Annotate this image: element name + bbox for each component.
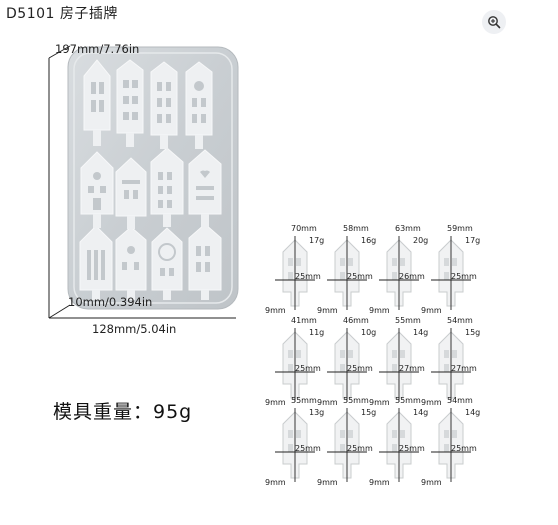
piece-silhouette xyxy=(327,408,367,482)
piece-cell: 58mm 16g 25mm 9mm xyxy=(317,224,377,315)
piece-width-label: 25mm xyxy=(295,364,321,373)
piece-base-label: 9mm xyxy=(265,398,286,407)
piece-weight-label: 20g xyxy=(413,236,429,245)
piece-silhouette xyxy=(379,328,419,402)
piece-height-label: 55mm xyxy=(291,396,317,405)
piece-cell: 63mm 20g 26mm 9mm xyxy=(369,224,429,315)
piece-silhouette xyxy=(275,408,315,482)
piece-cell: 46mm 10g 25mm 9mm xyxy=(317,316,377,407)
piece-cell: 70mm 17g 25mm 9mm xyxy=(265,224,325,315)
mold-height-label: 197mm/7.76in xyxy=(55,42,140,56)
house-cavity xyxy=(188,223,222,291)
piece-height-label: 70mm xyxy=(291,224,317,233)
piece-width-label: 27mm xyxy=(399,364,425,373)
piece-width-label: 25mm xyxy=(451,272,477,281)
piece-weight-label: 11g xyxy=(309,328,325,337)
mold-depth-label: 10mm/0.394in xyxy=(68,295,153,309)
piece-weight-label: 16g xyxy=(361,236,377,245)
piece-weight-label: 14g xyxy=(413,408,429,417)
zoom-button[interactable] xyxy=(482,10,506,34)
piece-silhouette xyxy=(431,328,471,402)
piece-width-label: 25mm xyxy=(347,272,373,281)
piece-base-label: 9mm xyxy=(369,398,390,407)
house-cavity xyxy=(185,61,213,136)
piece-cell: 59mm 17g 25mm 9mm xyxy=(421,224,481,315)
piece-width-label: 25mm xyxy=(399,444,425,453)
piece-silhouette xyxy=(379,408,419,482)
piece-cell: 55mm 14g 27mm 9mm xyxy=(369,316,429,407)
house-cavity xyxy=(115,157,147,217)
house-cavity xyxy=(188,149,222,215)
depth-dimension-line xyxy=(48,45,71,59)
piece-height-label: 63mm xyxy=(395,224,421,233)
piece-silhouette xyxy=(327,328,367,402)
piece-height-label: 54mm xyxy=(447,396,473,405)
piece-base-label: 9mm xyxy=(421,478,442,487)
mold-width-label: 128mm/5.04in xyxy=(92,322,177,336)
house-cavity xyxy=(116,59,144,134)
piece-width-label: 25mm xyxy=(347,364,373,373)
piece-weight-label: 10g xyxy=(361,328,377,337)
piece-height-label: 55mm xyxy=(343,396,369,405)
piece-base-label: 9mm xyxy=(317,398,338,407)
piece-base-label: 9mm xyxy=(317,478,338,487)
zoom-in-icon xyxy=(488,16,501,29)
piece-height-label: 58mm xyxy=(343,224,369,233)
piece-width-label: 25mm xyxy=(295,272,321,281)
piece-silhouette xyxy=(431,236,471,310)
piece-silhouette xyxy=(379,236,419,310)
piece-cell: 54mm 15g 27mm 9mm xyxy=(421,316,481,407)
piece-cell: 54mm 14g 25mm 9mm xyxy=(421,396,481,487)
piece-base-label: 9mm xyxy=(265,478,286,487)
house-cavity xyxy=(80,151,114,215)
piece-silhouette xyxy=(275,236,315,310)
piece-base-label: 9mm xyxy=(317,306,338,315)
piece-cell: 55mm 14g 25mm 9mm xyxy=(369,396,429,487)
piece-weight-label: 15g xyxy=(361,408,377,417)
piece-weight-label: 17g xyxy=(309,236,325,245)
piece-width-label: 26mm xyxy=(399,272,425,281)
piece-size-chart: 70mm 17g 25mm 9mm 58mm 16g 25mm 9mm 63mm 20g 26mm 9… xyxy=(255,222,495,492)
piece-width-label: 25mm xyxy=(451,444,477,453)
mold-weight-label: 模具重量：95g xyxy=(53,401,193,423)
piece-height-label: 41mm xyxy=(291,316,317,325)
piece-weight-label: 15g xyxy=(465,328,481,337)
piece-silhouette xyxy=(431,408,471,482)
piece-silhouette xyxy=(275,328,315,402)
piece-base-label: 9mm xyxy=(265,306,286,315)
piece-height-label: 46mm xyxy=(343,316,369,325)
piece-weight-label: 17g xyxy=(465,236,481,245)
house-cavity xyxy=(115,226,147,291)
piece-cell: 55mm 13g 25mm 9mm xyxy=(265,396,325,487)
piece-width-label: 25mm xyxy=(347,444,373,453)
piece-width-label: 25mm xyxy=(295,444,321,453)
piece-height-label: 55mm xyxy=(395,316,421,325)
piece-cell: 55mm 15g 25mm 9mm xyxy=(317,396,377,487)
piece-base-label: 9mm xyxy=(369,478,390,487)
house-cavity xyxy=(150,61,178,136)
piece-base-label: 9mm xyxy=(369,306,390,315)
piece-height-label: 59mm xyxy=(447,224,473,233)
piece-weight-label: 14g xyxy=(413,328,429,337)
piece-weight-label: 13g xyxy=(309,408,325,417)
house-cavity xyxy=(150,147,184,215)
piece-cell: 41mm 11g 25mm 9mm xyxy=(265,316,325,407)
piece-base-label: 9mm xyxy=(421,306,442,315)
piece-weight-label: 14g xyxy=(465,408,481,417)
piece-silhouette xyxy=(327,236,367,310)
piece-height-label: 54mm xyxy=(447,316,473,325)
piece-height-label: 55mm xyxy=(395,396,421,405)
product-title: D5101 房子插牌 xyxy=(6,6,118,22)
piece-width-label: 27mm xyxy=(451,364,477,373)
piece-base-label: 9mm xyxy=(421,398,442,407)
house-cavity xyxy=(83,59,111,131)
